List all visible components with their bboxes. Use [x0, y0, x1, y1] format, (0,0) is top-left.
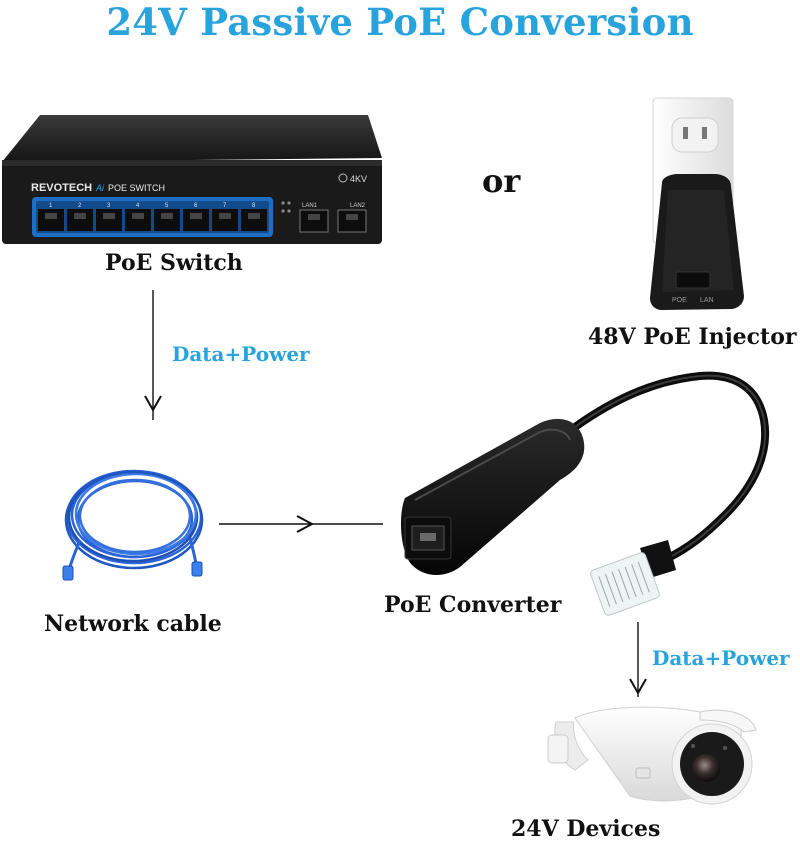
port-number: 3	[107, 203, 111, 209]
poe-port-8: 8	[241, 203, 267, 231]
poe-injector-image: POE LAN	[650, 97, 744, 310]
poe-port-7: 7	[212, 203, 238, 231]
ir-led	[723, 746, 727, 750]
poe-port-3: 3	[96, 203, 122, 231]
arrow-down-converter-to-devices	[629, 622, 647, 697]
uplink-port-lan2	[337, 209, 367, 233]
network-cable-image	[62, 469, 204, 581]
switch-lan2-text: LAN2	[350, 203, 366, 209]
network-cable-label: Network cable	[44, 611, 222, 637]
port-number: 2	[78, 203, 82, 209]
port-number: 1	[49, 203, 53, 209]
poe-switch-label: PoE Switch	[105, 250, 243, 276]
devices-label: 24V Devices	[511, 816, 661, 842]
poe-switch-image: REVOTECH Ai POE SWITCH 4KV 1 2 3 4 5 6 7…	[2, 115, 382, 244]
ir-led	[691, 744, 695, 748]
flow-label-switch-to-cable: Data+Power	[172, 342, 310, 366]
poe-injector-label: 48V PoE Injector	[588, 324, 797, 350]
switch-model-text: POE SWITCH	[108, 183, 165, 193]
switch-4kv-text: 4KV	[350, 174, 367, 184]
port-number: 4	[136, 203, 140, 209]
injector-lan-text: LAN	[700, 297, 714, 304]
arrow-down-switch-to-cable	[144, 290, 162, 420]
poe-converter-label: PoE Converter	[384, 592, 562, 618]
poe-converter-image	[400, 371, 770, 616]
diagram-title: 24V Passive PoE Conversion	[106, 0, 694, 44]
shield-icon	[338, 173, 348, 183]
arrow-right-cable-to-converter	[219, 515, 383, 533]
camera-image	[547, 706, 757, 805]
switch-brand-text: REVOTECH	[31, 182, 92, 194]
poe-port-6: 6	[183, 203, 209, 231]
port-number: 8	[252, 203, 256, 209]
or-label: or	[482, 162, 521, 200]
poe-port-5: 5	[154, 203, 180, 231]
poe-port-2: 2	[67, 203, 93, 231]
switch-ai-text: Ai	[95, 183, 105, 193]
port-number: 5	[165, 203, 169, 209]
uplink-port-lan1	[299, 209, 329, 233]
flow-label-converter-to-devices: Data+Power	[652, 646, 790, 670]
port-number: 6	[194, 203, 198, 209]
poe-port-4: 4	[125, 203, 151, 231]
injector-poe-text: POE	[672, 297, 687, 304]
poe-port-1: 1	[38, 203, 64, 231]
switch-lan1-text: LAN1	[302, 203, 318, 209]
port-number: 7	[223, 203, 227, 209]
